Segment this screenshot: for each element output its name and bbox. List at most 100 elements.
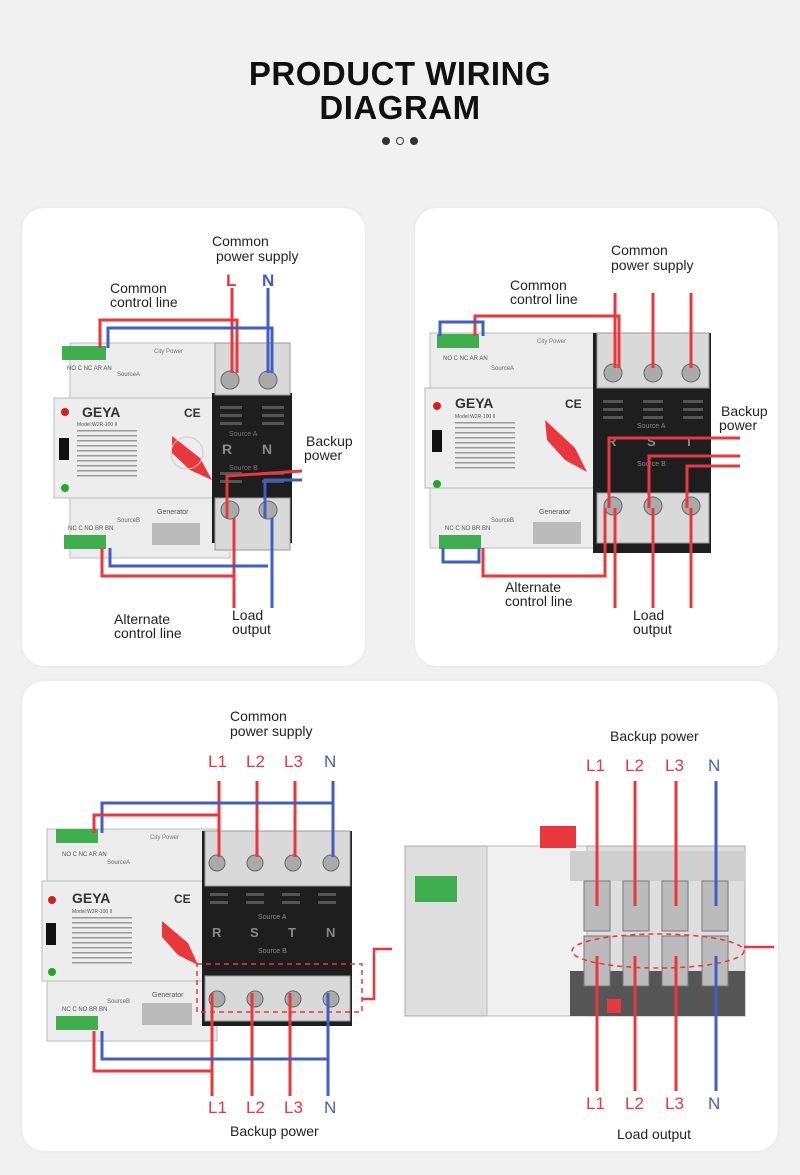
backup-power-label-2: power [304,447,342,463]
line-n-label: N [262,271,274,290]
terminal-t: T [288,925,296,940]
backup-l1: L1 [208,1098,227,1117]
common-control-label-1: Common [510,277,567,293]
spec-lines [72,917,132,964]
three-phase-diagram: R S T Source A Source B GEYA CE Model:W2… [424,242,768,637]
term-top-label: NO C NC AR AN [443,356,488,362]
manual-auto-switch [432,430,442,452]
panel-four-pole: R S T N Source A Source B GEYA CE Model:… [22,681,778,1151]
backup-power-label-1: Backup [721,403,768,419]
common-power-label-1: Common [230,708,287,724]
blue-control-bottom [100,1031,328,1061]
brand-logo: GEYA [72,890,110,906]
blue-control-top [100,801,333,833]
load-output-label-1: Load [232,607,263,623]
screws [208,854,340,1008]
term-bottom-label: NC C NO BR BN [445,526,490,532]
blue-control-top [106,326,274,373]
pagination-dots [0,137,800,145]
side-l3-bottom: L3 [665,1094,684,1113]
indicator-a [48,896,56,904]
generator-icon [152,523,200,545]
alternate-control-label-1: Alternate [505,579,561,595]
red-backup-wire-2 [647,454,740,508]
indicator-b [61,484,69,492]
green-terminal-bottom [64,535,106,549]
side-view-green-terminal [415,876,457,902]
load-output-label: Load output [617,1126,691,1142]
indicator-b [433,480,441,488]
green-terminal-bottom [439,535,481,549]
source-b-small: SourceB [491,518,514,524]
indicator-b [48,968,56,976]
terminal-n: N [326,925,335,940]
side-l1-bottom: L1 [586,1094,605,1113]
four-pole-diagram: R S T N Source A Source B GEYA CE Model:… [41,708,774,1142]
red-backup-wire [225,469,303,518]
common-control-label-2: control line [110,294,178,310]
side-l1-top: L1 [586,756,605,775]
side-l3-top: L3 [665,756,684,775]
blue-control-bottom [108,548,268,568]
model-text: Model:W2R-100 II [77,422,117,428]
side-l2-bottom: L2 [625,1094,644,1113]
term-bottom-label: NC C NO BR BN [68,526,113,532]
term-top-label: NO C NC AR AN [67,366,112,372]
term-bottom-label: NC C NO BR BN [62,1007,107,1013]
switch-body-main [53,397,235,499]
dot-filled [382,137,390,145]
side-view-dashed-highlight [571,933,745,969]
terminal-r: R [212,925,222,940]
manual-auto-switch [46,923,56,945]
source-b-label: Source B [637,461,666,468]
single-phase-diagram: R N Source A Source B GEYA CE Model:W2R-… [53,233,353,641]
supply-l3: L3 [284,752,303,771]
red-link-wire [362,947,392,1001]
line-l-label: L [226,271,236,290]
load-output-label-2: output [232,621,271,637]
ce-mark: CE [174,892,191,906]
common-power-label-2: power supply [230,723,313,739]
source-a-small: SourceA [117,372,140,378]
side-l2-top: L2 [625,756,644,775]
backup-n: N [324,1098,336,1117]
green-terminal-top [56,829,98,843]
load-output-label-2: output [633,621,672,637]
terminal-r: R [222,441,232,457]
title-line-2: DIAGRAM [319,89,481,126]
red-handle [545,420,587,472]
generator-icon [142,1003,192,1025]
load-output-label-1: Load [633,607,664,623]
blue-control-top [438,320,485,336]
source-b-label: Source B [258,948,287,955]
common-control-label-1: Common [110,280,167,296]
wires-left [92,781,392,1096]
spec-lines [455,422,515,469]
wires [98,288,303,608]
supply-l1: L1 [208,752,227,771]
red-control-bottom [481,508,607,578]
generator-label: Generator [152,992,184,999]
generator-icon [533,522,581,544]
blue-control-bottom [441,548,481,564]
generator-label: Generator [539,509,571,516]
panel-single-phase: R N Source A Source B GEYA CE Model:W2R-… [22,208,365,666]
red-control-bottom [100,548,234,578]
terminal-n: N [262,441,272,457]
source-a-small: SourceA [107,860,130,866]
common-power-label-1: Common [611,242,668,258]
wires [438,293,740,608]
terminal-t: T [685,434,693,449]
wires-right [595,781,774,1091]
city-power-label: City Power [537,339,566,345]
model-text: Model:W2R-100 II [72,909,112,915]
green-terminal-bottom [56,1016,98,1030]
source-a-label: Source A [637,423,666,430]
dot-hollow [396,137,404,145]
backup-power-bottom-label: Backup power [230,1123,319,1139]
green-terminal-top [437,334,479,348]
red-backup-wire-1 [607,436,740,508]
source-a-label: Source A [229,431,258,438]
alternate-control-label-2: control line [114,625,182,641]
source-b-small: SourceB [107,999,130,1005]
